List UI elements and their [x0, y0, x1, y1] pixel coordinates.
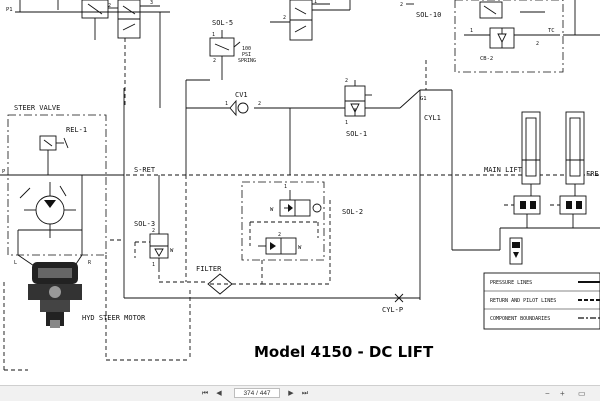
p1-label: P1	[6, 7, 13, 13]
zoom-in-button[interactable]: +	[560, 389, 565, 398]
viewer-toolbar: ⏮ ◀ 374 / 447 ▶ ⏭ − + ▭	[0, 385, 600, 401]
prev-page-button[interactable]: ◀	[216, 390, 222, 397]
sol2-lower-valve: W	[258, 237, 302, 255]
sol2-label: SOL-2	[342, 208, 363, 216]
next-page-button[interactable]: ▶	[288, 390, 294, 397]
top-right-boundary	[454, 0, 564, 73]
port-label: 1	[212, 32, 215, 38]
cb2-valve	[464, 1, 560, 49]
cyl1-label: CYL1	[424, 114, 441, 122]
sol2-upper-valve: W	[270, 190, 322, 217]
port-label: 1	[225, 101, 228, 107]
port-label: 2	[283, 15, 286, 21]
p-port-label: P	[2, 169, 6, 175]
port-label: 2	[345, 78, 348, 84]
port-label: 1	[284, 184, 287, 190]
steer-valve-label: STEER VALVE	[14, 104, 60, 112]
sol10-label: SOL-10	[416, 11, 441, 19]
tc-label: TC	[548, 28, 555, 34]
cyl-p-label: CYL-P	[382, 306, 403, 314]
top-left-valve	[81, 0, 170, 40]
svg-text:W: W	[270, 207, 274, 213]
free-lift-label: FRE	[586, 170, 599, 178]
lift-lock-valve-left	[504, 195, 541, 215]
free-lift-cylinder	[565, 111, 585, 196]
sol5-note: SPRING	[238, 58, 256, 64]
sol1-valve	[344, 80, 372, 117]
port-label: 2	[258, 101, 261, 107]
lift-lock-valve-right	[550, 195, 587, 215]
svg-text:W: W	[170, 248, 174, 254]
main-lift-cylinder	[521, 111, 541, 196]
lift-flow-valve	[509, 237, 523, 265]
cv1-check-valve	[229, 99, 249, 117]
port-label: 2	[536, 41, 539, 47]
port-label: 2	[213, 58, 216, 64]
page-number-input[interactable]: 374 / 447	[234, 388, 280, 398]
sol5-note: 100	[242, 46, 251, 52]
port-label: 2	[278, 232, 281, 238]
sol1-label: SOL-1	[346, 130, 367, 138]
legend-pressure-label: PRESSURE LINES	[490, 280, 532, 286]
hyd-steer-motor-label: HYD STEER MOTOR	[82, 314, 146, 322]
diagram-title: Model 4150 - DC LIFT	[254, 343, 434, 361]
sol3-valve: W	[134, 175, 174, 268]
rel1-label: REL-1	[66, 126, 87, 134]
steer-pump	[19, 182, 76, 238]
schematic-page: 2 3 P1 2 1 SOL-10 2 1 2 CB-2 TC	[0, 0, 600, 371]
last-page-button[interactable]: ⏭	[301, 390, 309, 397]
cb2-label: CB-2	[480, 56, 493, 62]
s-ret-label: S-RET	[134, 166, 156, 174]
cv1-label: CV1	[235, 91, 248, 99]
port-label: 1	[152, 262, 155, 268]
zoom-out-button[interactable]: −	[545, 389, 550, 398]
port-label: 1	[314, 0, 317, 5]
port-label: 2	[152, 228, 155, 234]
hydraulic-schematic: 2 3 P1 2 1 SOL-10 2 1 2 CB-2 TC	[0, 0, 600, 371]
filter	[207, 273, 262, 295]
top-center-valve	[270, 0, 351, 41]
main-lift-label: MAIN LIFT	[484, 166, 523, 174]
l-port-label: L	[14, 260, 17, 266]
first-page-button[interactable]: ⏮	[201, 390, 209, 397]
port-label: 1	[470, 28, 473, 34]
steer-valve-boundary	[7, 114, 107, 256]
port-label: 2	[108, 3, 111, 9]
port-label: 2	[400, 2, 403, 8]
legend-return-label: RETURN AND PILOT LINES	[490, 298, 556, 304]
port-label: 1	[345, 120, 348, 126]
g1-label: G1	[420, 96, 427, 102]
rel1-valve	[39, 135, 69, 175]
port-label: 3	[150, 0, 153, 6]
hyd-steer-motor	[28, 262, 82, 328]
svg-text:W: W	[298, 245, 302, 251]
filter-label: FILTER	[196, 265, 222, 273]
sol3-label: SOL-3	[134, 220, 155, 228]
fit-page-icon[interactable]: ▭	[578, 389, 586, 398]
sol5-note: PSI	[242, 52, 251, 58]
legend-boundary-label: COMPONENT BOUNDARIES	[490, 316, 550, 322]
sol5-label: SOL-5	[212, 19, 233, 27]
r-port-label: R	[88, 260, 92, 266]
sol5-valve	[209, 30, 241, 80]
